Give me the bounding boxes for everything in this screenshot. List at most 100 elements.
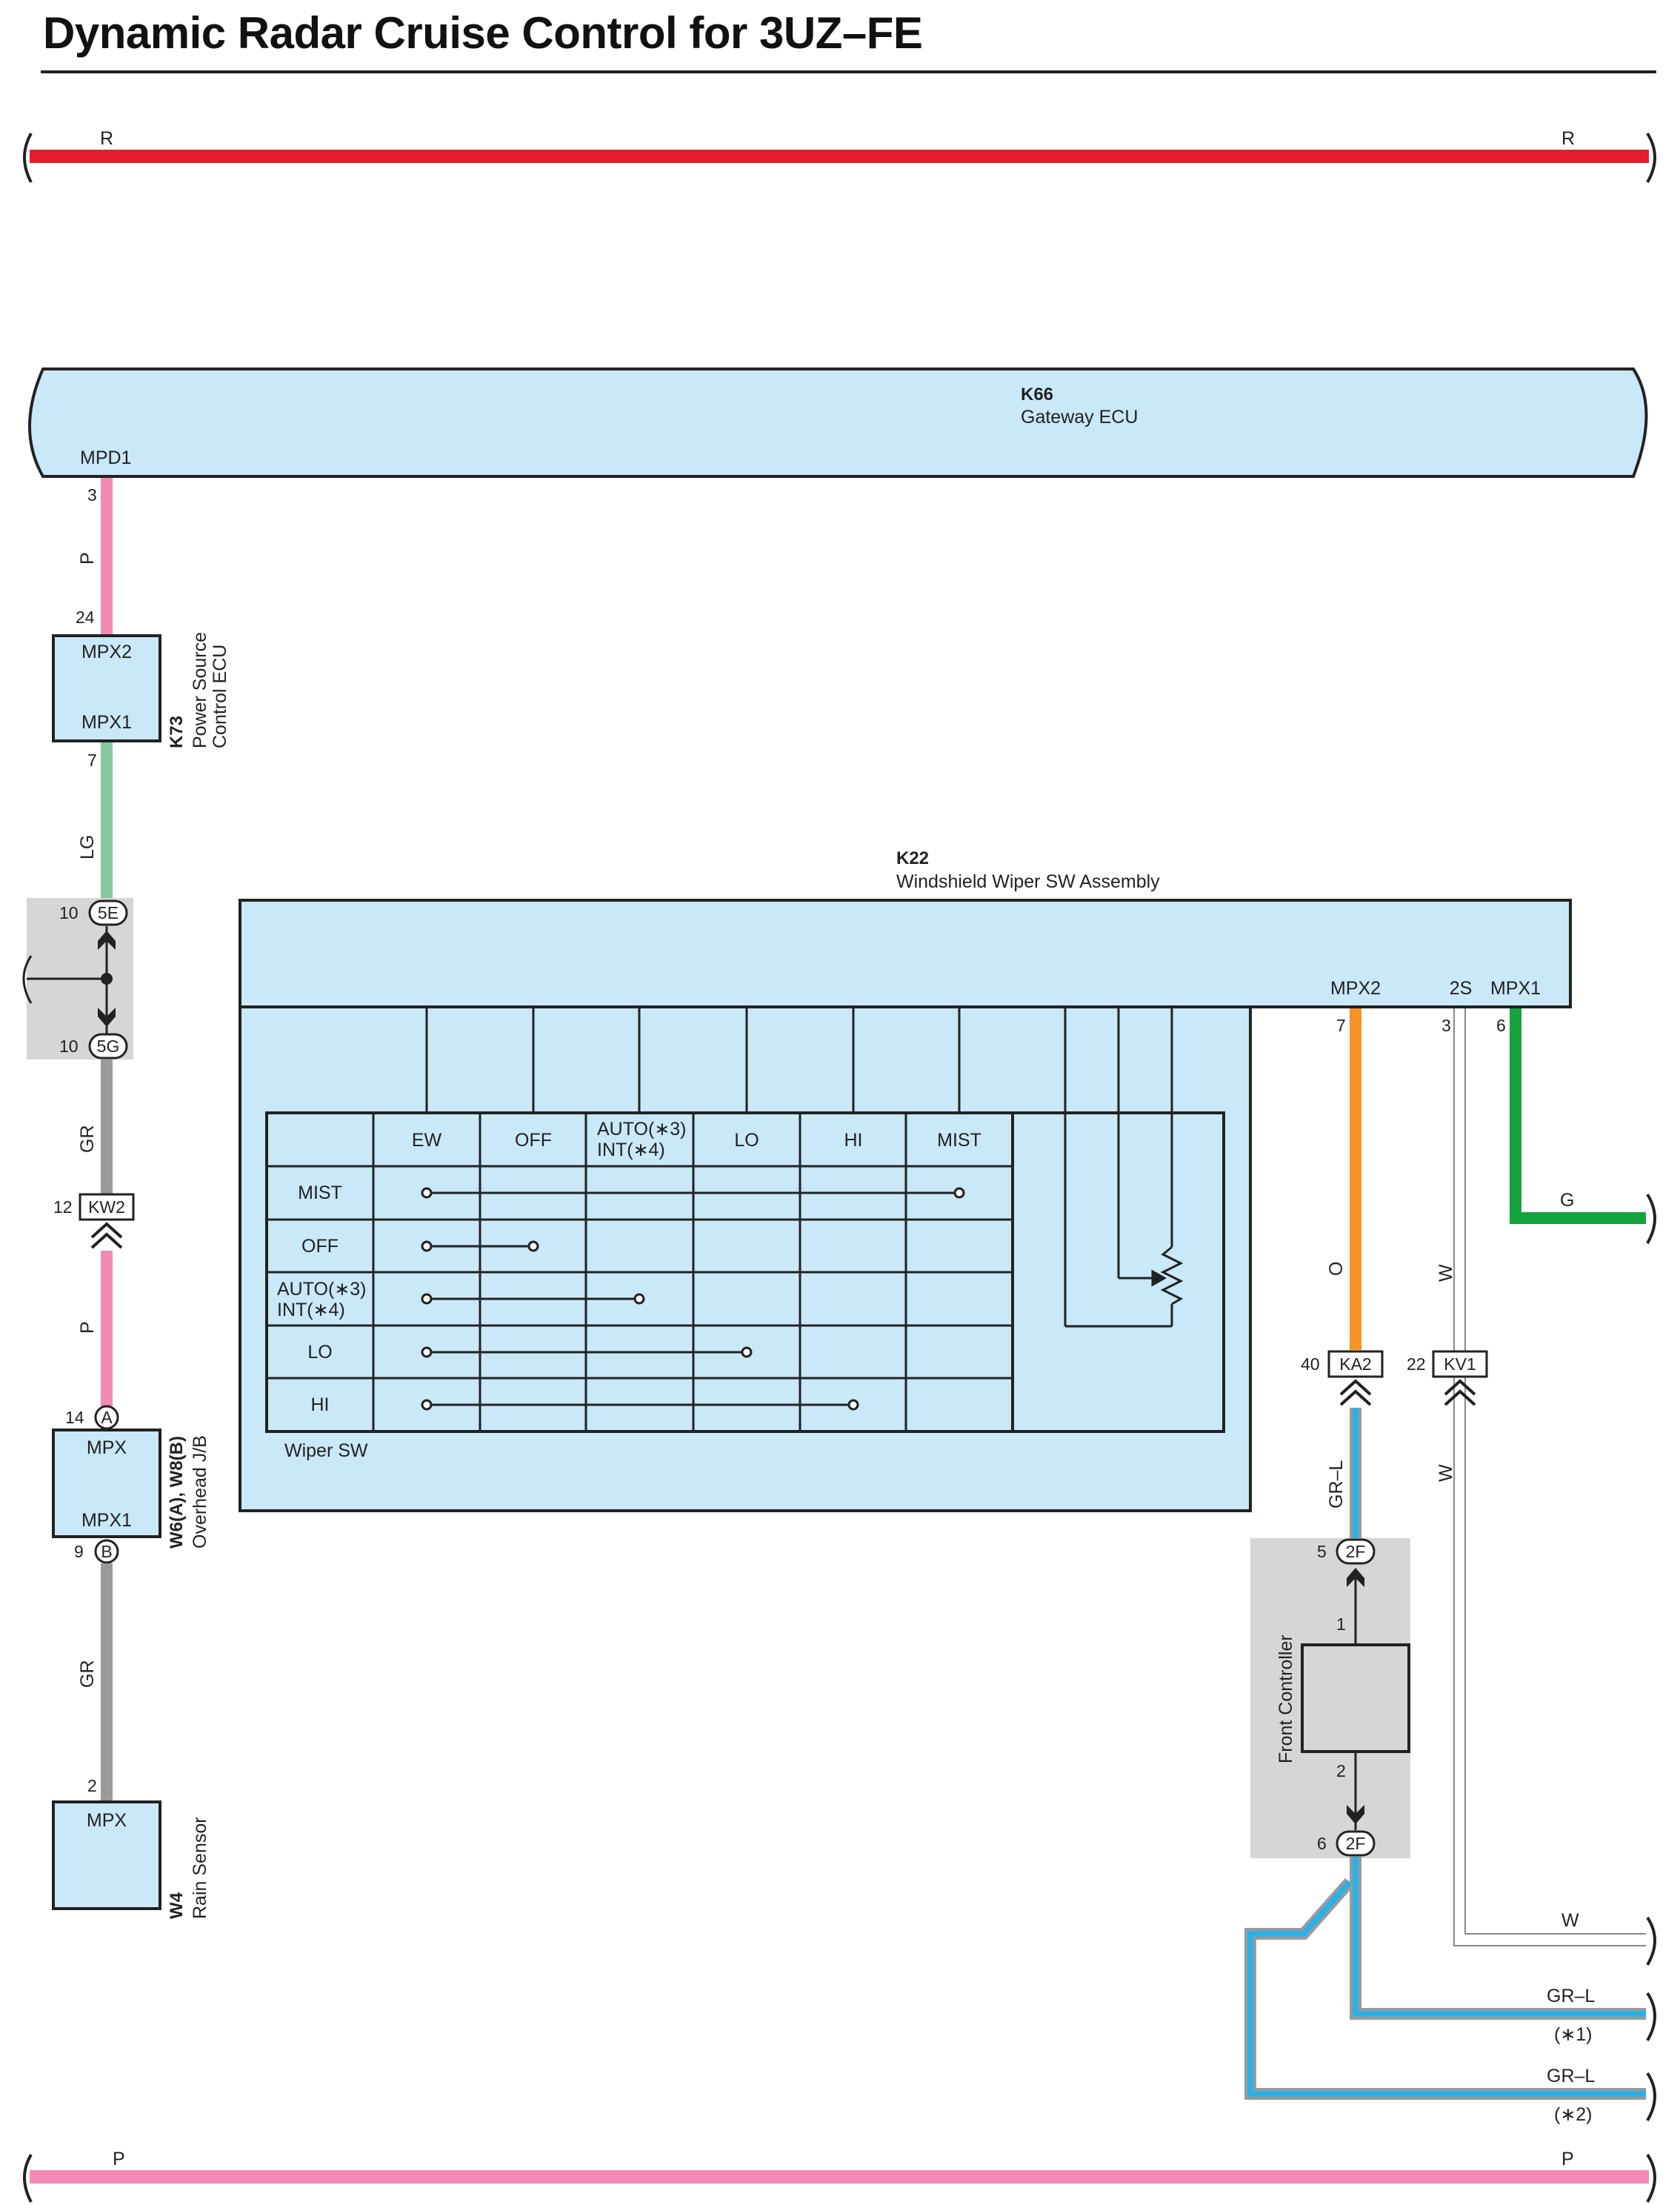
rain-sensor-box (52, 1800, 161, 1910)
rail-break-left-top (23, 133, 33, 183)
wiper-row-off: OFF (301, 1236, 339, 1257)
wiper-col-int: INT(∗4) (597, 1140, 665, 1160)
out-note-2: (∗2) (1554, 2104, 1593, 2125)
kw2-chevrons (90, 1222, 123, 1249)
rail-bottom-label-left: P (113, 2149, 125, 2169)
pin-wiper-6: 6 (1496, 1016, 1506, 1035)
junction-dot (101, 973, 113, 985)
pin-5g-10: 10 (59, 1037, 79, 1056)
front-controller-pin2: 2 (1336, 1761, 1346, 1780)
wiper-term-2s: 2S (1450, 978, 1473, 999)
wire-label-p-lower: P (77, 1321, 98, 1334)
connector-kw2 (79, 1193, 135, 1221)
wire-label-o: O (1326, 1262, 1347, 1276)
pin-wiper-7: 7 (1336, 1016, 1346, 1035)
pin-ka2-40: 40 (1301, 1354, 1320, 1374)
connector-2f-bottom (1336, 1830, 1376, 1857)
page-title: Dynamic Radar Cruise Control for 3UZ–FE (43, 8, 923, 58)
break-g (1646, 1193, 1656, 1245)
power-ecu-name-2: Control ECU (210, 645, 230, 748)
break-grl-2 (1646, 2072, 1656, 2122)
rail-break-right-top (1646, 132, 1656, 184)
rail-break-right-bottom (1646, 2153, 1656, 2204)
rain-term-mpx: MPX (87, 1810, 127, 1831)
pin-overhead-14: 14 (65, 1408, 84, 1427)
connector-ka2-label: KA2 (1339, 1354, 1371, 1374)
overhead-name: Overhead J/B (190, 1435, 210, 1549)
overhead-term-mpx1: MPX1 (81, 1510, 132, 1531)
gateway-ecu-code: K66 (1021, 385, 1053, 405)
break-grl-1 (1646, 1992, 1656, 2042)
connector-5g (88, 1033, 128, 1060)
connector-overhead-b-label: B (101, 1542, 112, 1561)
wiper-row-int: INT(∗4) (277, 1300, 345, 1320)
pin-kw2-12: 12 (53, 1197, 73, 1217)
wiper-sw-grid (267, 1113, 1014, 1431)
connector-5e-label: 5E (98, 903, 119, 922)
overhead-term-mpx: MPX (87, 1437, 127, 1458)
wire-label-gr-upper: GR (77, 1125, 98, 1154)
wiper-col-auto: AUTO(∗3) (597, 1119, 687, 1140)
connector-kv1 (1432, 1350, 1488, 1378)
wiper-assy-top-box (239, 899, 1572, 1008)
pin-2f-6: 6 (1317, 1834, 1327, 1853)
wiper-col-off: OFF (515, 1130, 552, 1151)
gateway-terminal-mpd1: MPD1 (80, 448, 131, 468)
wire-g (1510, 1008, 1646, 1224)
ka2-chevrons (1339, 1379, 1372, 1406)
wiper-col-hi: HI (844, 1130, 863, 1151)
gateway-ecu-name: Gateway ECU (1021, 407, 1138, 428)
rain-name: Rain Sensor (190, 1817, 210, 1919)
overhead-jb-box (52, 1429, 161, 1538)
pin-gateway-3: 3 (87, 485, 97, 505)
connector-5g-label: 5G (97, 1037, 120, 1056)
wiper-sw-label: Wiper SW (284, 1440, 368, 1461)
potentiometer-symbol (1064, 1007, 1184, 1328)
power-ecu-name-1: Power Source (190, 632, 210, 748)
connector-5e (88, 899, 128, 926)
arrow-up-2f (1347, 1568, 1364, 1587)
wiper-col-mist: MIST (937, 1130, 981, 1151)
pin-2f-5: 5 (1317, 1542, 1327, 1561)
wire-grl-branch-2 (1244, 1878, 1646, 2100)
arrow-down-5g (98, 1008, 116, 1027)
wire-label-lg: LG (77, 835, 98, 859)
pin-kv1-22: 22 (1407, 1354, 1426, 1374)
wiper-row-lo: LO (307, 1342, 332, 1363)
front-controller-box (1301, 1643, 1410, 1753)
out-label-grl-1: GR–L (1547, 1986, 1595, 2006)
connector-2f-top (1336, 1538, 1376, 1565)
power-ecu-code: K73 (167, 716, 187, 748)
arrow-up-5e (98, 931, 116, 950)
wire-w (1453, 1008, 1646, 1946)
out-label-grl-2: GR–L (1547, 2066, 1595, 2086)
pin-power-ecu-24: 24 (76, 608, 95, 627)
connector-2f-bottom-label: 2F (1346, 1834, 1366, 1853)
wiper-row-hi: HI (311, 1394, 330, 1415)
power-ecu-box (52, 634, 161, 742)
pin-wiper-3: 3 (1441, 1016, 1451, 1035)
rail-break-left-bottom (23, 2153, 33, 2203)
connector-overhead-b (94, 1539, 119, 1564)
wiper-row-auto: AUTO(∗3) (277, 1279, 367, 1300)
wire-label-w-lower: W (1436, 1464, 1456, 1482)
pin-overhead-9: 9 (74, 1542, 84, 1561)
wiper-term-mpx2: MPX2 (1330, 978, 1381, 999)
arrow-down-2f (1347, 1805, 1364, 1824)
wire-label-p-upper: P (77, 552, 98, 565)
wiper-assy-name: Windshield Wiper SW Assembly (896, 871, 1160, 892)
wiper-col-ew: EW (412, 1130, 442, 1151)
wiper-switch-connections (421, 1187, 965, 1411)
out-label-w: W (1561, 1910, 1579, 1931)
kv1-chevrons (1444, 1379, 1476, 1406)
wire-label-grl: GR–L (1326, 1460, 1347, 1509)
wiper-term-mpx1: MPX1 (1490, 978, 1541, 999)
connector-2f-top-label: 2F (1346, 1542, 1366, 1561)
connector-ka2 (1327, 1350, 1384, 1378)
pin-rain-2: 2 (87, 1776, 97, 1795)
rail-top-label-left: R (100, 128, 113, 149)
switch-column-leads (425, 1007, 961, 1113)
rail-top-label-right: R (1561, 128, 1575, 149)
rail-bottom-label-right: P (1561, 2149, 1574, 2169)
